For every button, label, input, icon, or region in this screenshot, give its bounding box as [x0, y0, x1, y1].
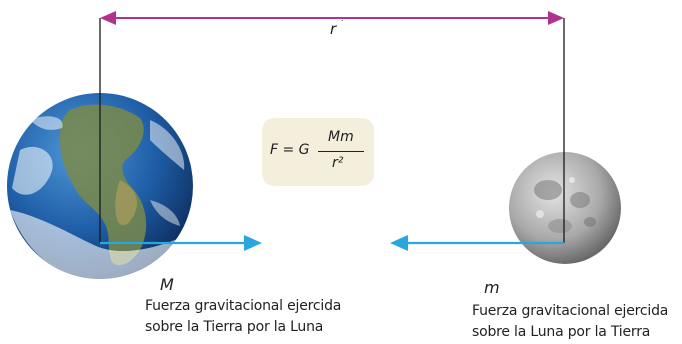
distance-label: r [330, 20, 336, 38]
distance-arrow [100, 11, 564, 25]
moon-icon [509, 152, 621, 264]
force-on-earth-arrow [100, 235, 262, 251]
formula-lhs: F = G [270, 142, 310, 158]
moon-force-caption-line2: sobre la Luna por la Tierra [472, 324, 651, 340]
moon-force-caption-line1: Fuerza gravitacional ejercida [472, 303, 669, 319]
earth-force-caption-line2: sobre la Tierra por la Luna [145, 319, 324, 335]
earth-force-caption-line1: Fuerza gravitacional ejercida [145, 298, 342, 314]
moon-mass-label: m [484, 278, 500, 297]
formula-fraction-bar [318, 151, 364, 152]
formula-box: F = G Mm r² [262, 118, 374, 186]
distance-label-mark: ˙ [340, 20, 345, 30]
formula-denominator: r² [332, 155, 344, 171]
earth-mass-label: M [160, 275, 174, 294]
force-on-moon-arrow [390, 235, 564, 251]
formula-numerator: Mm [328, 129, 354, 145]
